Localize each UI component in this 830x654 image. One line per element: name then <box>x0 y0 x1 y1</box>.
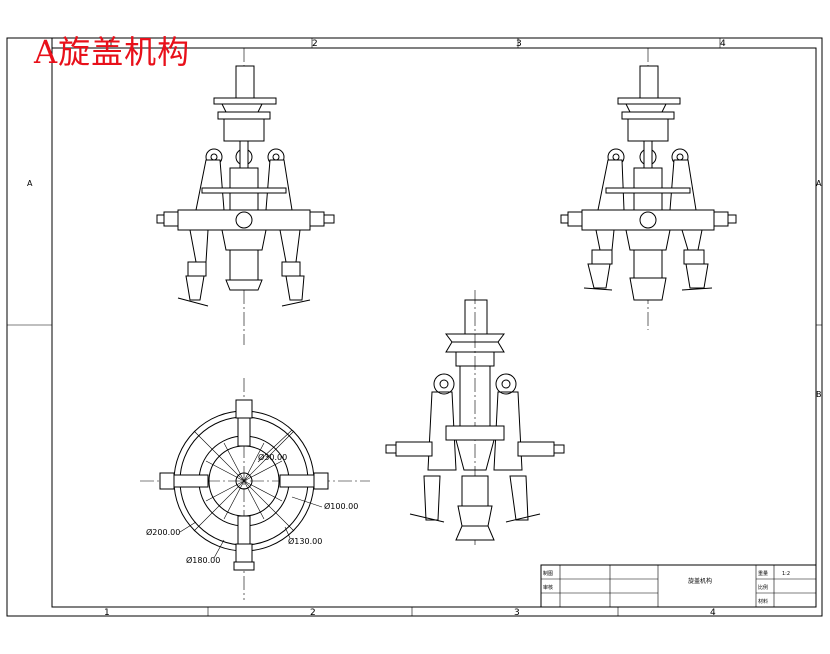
side-view <box>560 48 737 330</box>
scale-value: 1:2 <box>782 571 790 577</box>
dim-d100: Ø100.00 <box>324 501 358 511</box>
bottom-col-4: 4 <box>710 608 716 618</box>
dim-d200: Ø200.00 <box>146 527 180 537</box>
top-col-4: 4 <box>720 39 726 49</box>
title-block: 制图 审核 重量 比例 材料 1:2 旋盖机构 <box>540 564 817 608</box>
drawing-name: 旋盖机构 <box>688 577 712 585</box>
bottom-col-3: 3 <box>514 608 520 618</box>
dim-d130: Ø130.00 <box>288 536 322 546</box>
top-col-3: 3 <box>516 39 522 49</box>
label-drafter: 制图 <box>543 570 553 577</box>
label-review: 审核 <box>543 584 553 591</box>
front-view <box>156 48 335 345</box>
label-scale: 比例 <box>758 584 768 591</box>
grid-labels: 1 2 3 4 1 2 3 4 A A B <box>27 39 822 618</box>
bottom-col-1: 1 <box>104 608 110 618</box>
label-weight: 重量 <box>758 570 768 577</box>
dim-d30: Ø30.00 <box>258 452 287 462</box>
top-view <box>140 378 370 600</box>
page-title: A旋盖机构 <box>34 33 191 71</box>
top-col-2: 2 <box>312 39 318 49</box>
bottom-col-2: 2 <box>310 608 316 618</box>
top-col-1: 1 <box>108 39 114 49</box>
dimension-labels: Ø30.00 Ø100.00 Ø130.00 Ø180.00 Ø200.00 <box>146 452 358 565</box>
dim-d180: Ø180.00 <box>186 555 220 565</box>
drawing-frame <box>6 37 823 617</box>
label-material: 材料 <box>758 598 768 605</box>
left-row-a: A <box>27 179 33 188</box>
right-row-b: B <box>816 390 822 399</box>
section-view <box>385 290 565 545</box>
right-row-a: A <box>816 179 822 188</box>
